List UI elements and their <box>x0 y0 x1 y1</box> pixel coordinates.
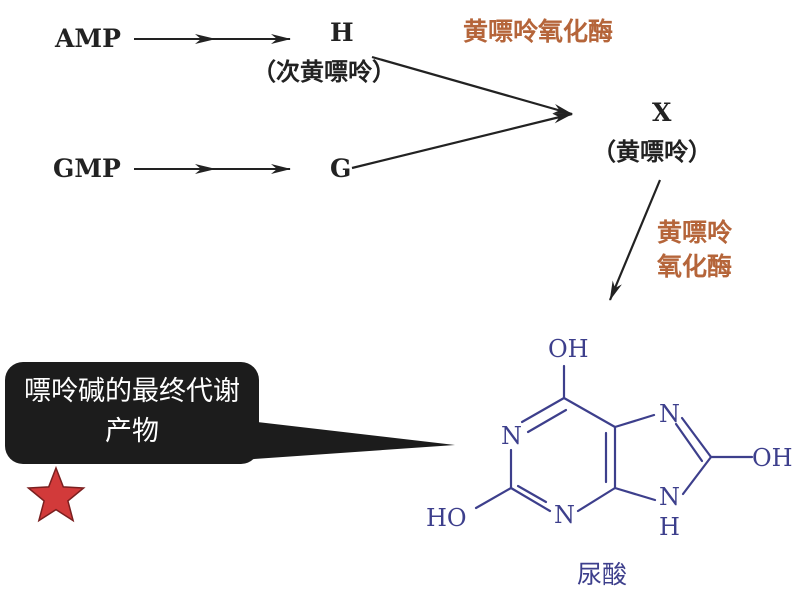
uric-acid-name: 尿酸 <box>577 560 628 589</box>
gmp-label: GMP <box>53 154 121 183</box>
atom-n7: N <box>659 400 680 428</box>
atom-oh-right: OH <box>752 444 793 472</box>
atom-n1: N <box>501 422 522 450</box>
g-to-x-arrow <box>351 112 573 170</box>
enzyme-right-label-line1: 黄嘌呤 <box>657 218 733 247</box>
atom-oh-top: OH <box>548 335 589 363</box>
atom-n9: N <box>659 483 680 511</box>
amp-to-h-arrow <box>134 34 291 44</box>
x-name-label: （黄嘌呤） <box>592 138 712 166</box>
enzyme-top-label: 黄嘌呤氧化酶 <box>463 17 614 46</box>
atom-h9: H <box>659 513 680 541</box>
h-to-x-arrow <box>371 55 573 116</box>
star-icon <box>26 465 86 523</box>
amp-label: AMP <box>55 24 121 53</box>
atom-ho-left: HO <box>426 504 467 532</box>
x-to-uric-acid-arrow <box>608 179 662 301</box>
gmp-to-g-arrow <box>134 164 291 174</box>
callout-bubble <box>5 362 455 464</box>
g-label: G <box>330 154 352 183</box>
enzyme-right-label-line2: 氧化酶 <box>657 252 733 281</box>
x-label: X <box>652 98 672 127</box>
atom-n3: N <box>554 501 575 529</box>
callout-text: 嘌呤碱的最终代谢产物 <box>24 376 240 447</box>
h-name-label: （次黄嘌呤） <box>252 58 396 86</box>
uric-acid-structure <box>474 364 754 513</box>
h-label: H <box>330 18 354 47</box>
